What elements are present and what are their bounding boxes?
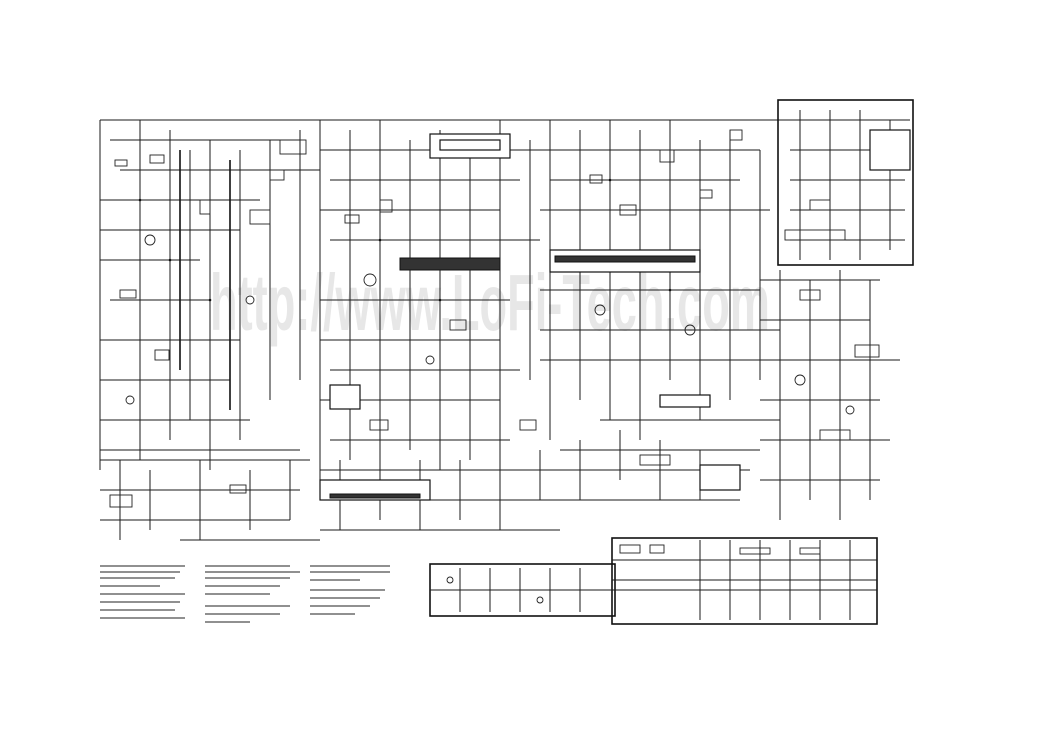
center-left-section — [319, 119, 550, 480]
center-ic-section — [540, 119, 780, 440]
upper-left-section — [99, 119, 320, 470]
upper-right-module — [777, 99, 914, 266]
lower-right-subboard — [429, 537, 878, 625]
lower-left-section — [100, 459, 320, 541]
lower-middle-section — [319, 394, 760, 531]
watermark-text: http://www.LoFi-Tech.com — [210, 258, 770, 347]
right-middle-section — [700, 270, 900, 520]
notes-block — [100, 565, 390, 623]
